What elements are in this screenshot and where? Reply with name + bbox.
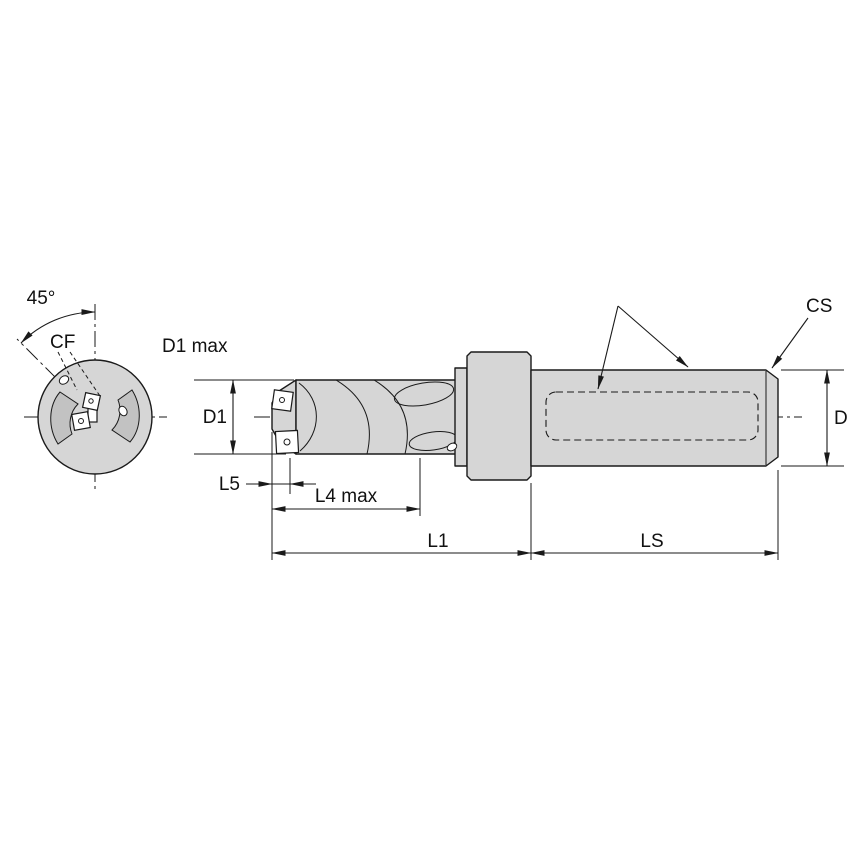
flute-curve-3 xyxy=(373,379,408,455)
cf-leader-2 xyxy=(69,351,101,397)
d-label: D xyxy=(834,408,848,429)
front-view: 45° CF xyxy=(16,288,167,492)
d1-max-label: D1 max xyxy=(162,336,228,357)
shank-flat-hidden-outline xyxy=(545,391,759,441)
fluted-body xyxy=(295,379,459,455)
coolant-hole-front-1 xyxy=(58,375,70,385)
ls-label: LS xyxy=(640,531,663,552)
shank xyxy=(530,369,779,467)
coolant-hole-front-2 xyxy=(118,405,128,417)
front-insert-screw-2 xyxy=(78,418,84,424)
flute-runout-top xyxy=(393,381,455,407)
front-flute-pocket-left xyxy=(50,391,79,445)
flat-callout-leader-2 xyxy=(617,305,689,368)
front-insert-screw-1 xyxy=(88,398,94,404)
dimensions: D1 D1 max L5 L4 max L1 LS D CS xyxy=(162,296,848,560)
flange-collar xyxy=(466,351,532,481)
angle-label: 45° xyxy=(27,288,56,309)
l4-max-label: L4 max xyxy=(315,486,378,507)
flute-curve-1 xyxy=(298,382,317,452)
l1-label: L1 xyxy=(427,531,448,552)
side-view xyxy=(254,351,802,481)
insert-outer-side xyxy=(274,429,300,455)
insert-outer-screw xyxy=(283,438,291,446)
front-insert-inner xyxy=(71,411,91,431)
angle-dimension-arc xyxy=(20,309,96,344)
cf-leader-1 xyxy=(57,351,78,391)
flute-curve-2 xyxy=(335,379,370,455)
l5-label: L5 xyxy=(219,474,240,495)
neck-ring xyxy=(454,367,468,467)
flat-callout-leader-1 xyxy=(597,305,619,390)
front-flute-pocket-right xyxy=(111,389,140,443)
front-insert-outer xyxy=(81,391,102,412)
cf-label: CF xyxy=(50,332,75,353)
d1-label: D1 xyxy=(203,407,227,428)
coolant-hole-side xyxy=(446,442,458,452)
insert-inner-screw xyxy=(279,397,285,403)
cs-leader xyxy=(771,317,809,369)
insert-inner-side xyxy=(271,389,294,412)
cs-label: CS xyxy=(806,296,832,317)
